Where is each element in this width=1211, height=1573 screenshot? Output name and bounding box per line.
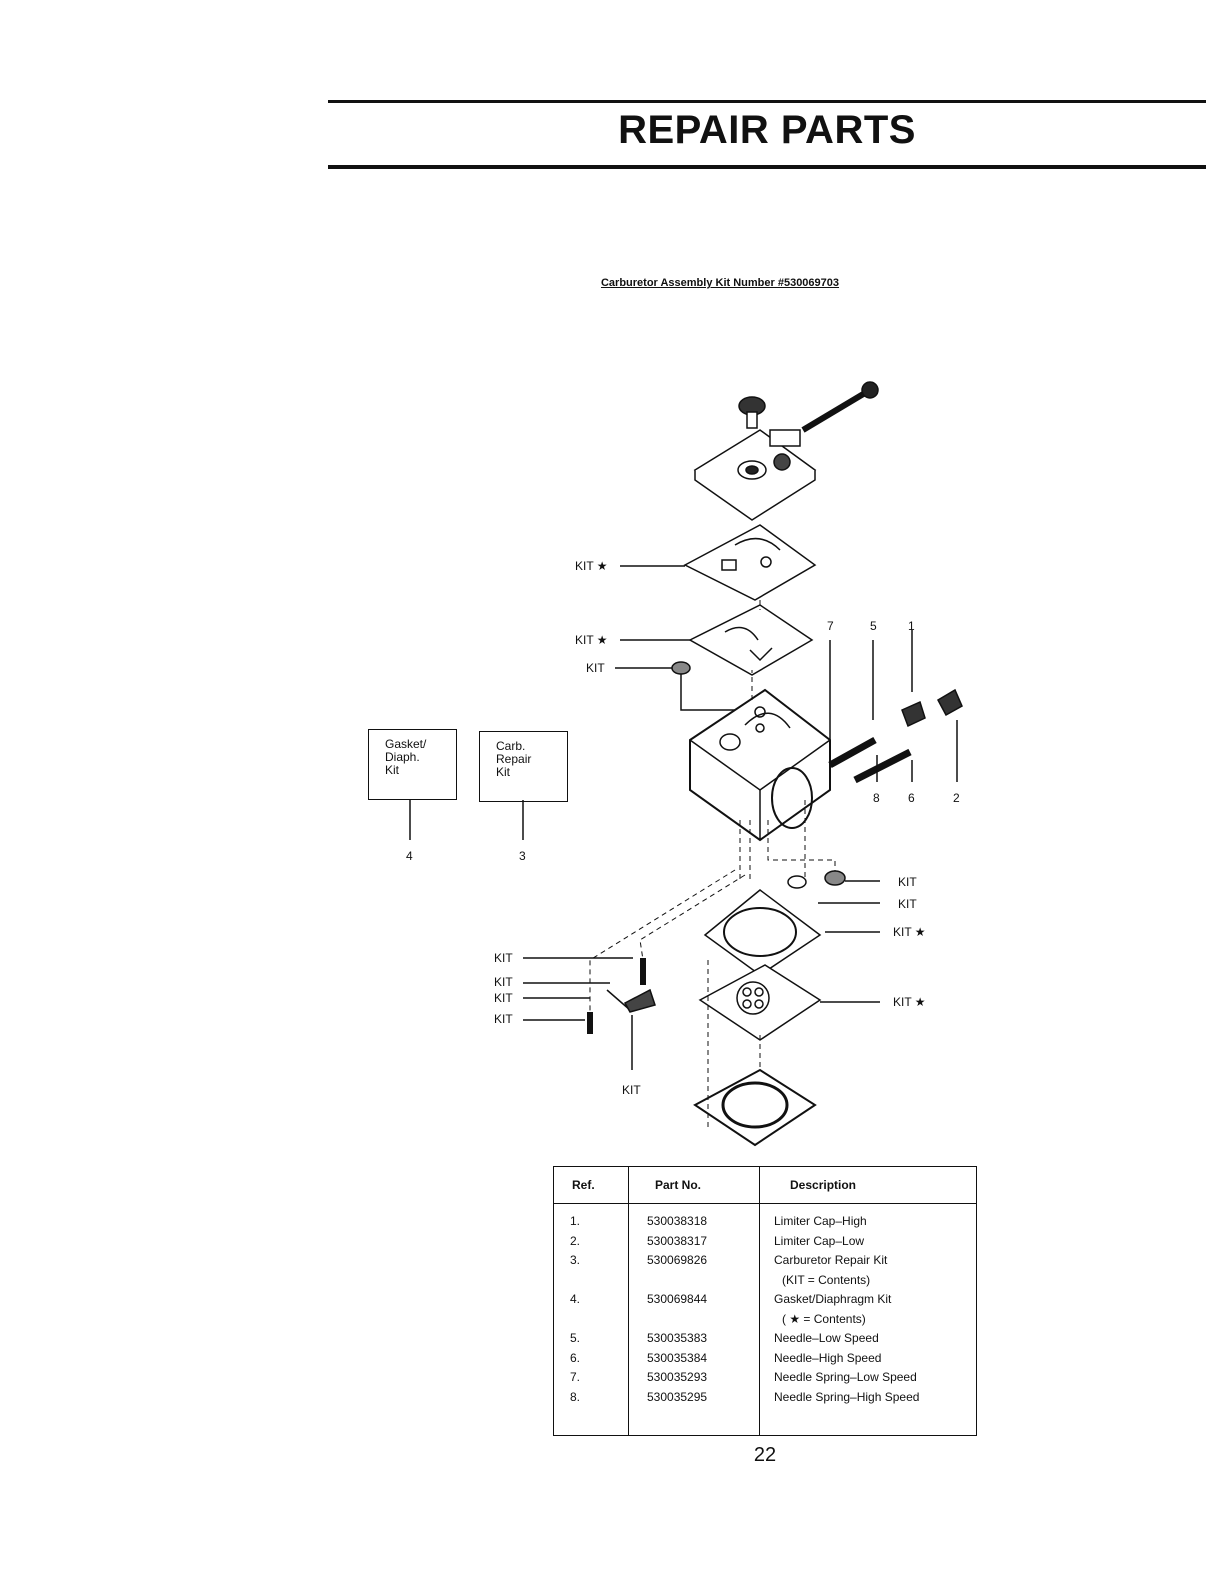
row-description: Limiter Cap–Low [774,1233,865,1248]
metering-diaphragm-part [698,964,822,1041]
table-header-row: Ref. Part No. Description [553,1166,977,1204]
ref-number-2: 2 [953,791,960,805]
ref-number-8: 8 [873,791,880,805]
metering-cover-part [693,1068,817,1147]
limiter-cap-high-part [901,700,926,728]
high-speed-needle-part [853,748,912,784]
kit-box-line: Gasket/ [385,737,427,751]
row-description: Limiter Cap–High [774,1214,867,1228]
carb-repair-kit-box: Carb. Repair Kit [479,731,568,802]
kit-label-welch-plug: KIT [898,897,917,911]
header-part-no: Part No. [628,1166,760,1204]
pump-cover-part [693,429,817,521]
kit-star-label-pump-gasket: KIT ★ [575,559,608,573]
row-ref: 1. [570,1214,581,1228]
ref-number-5: 5 [870,619,877,633]
row-ref: 8. [570,1389,581,1404]
row-description: Needle Spring–Low Speed [774,1370,917,1384]
top-needle-spring-part [801,381,879,433]
kit-star-label-pump-diaphragm: KIT ★ [575,633,608,647]
row-ref: 3. [570,1253,581,1267]
kit-label-check-valve: KIT [898,875,917,889]
row-description-note: ( ★ = Contents) [782,1311,866,1326]
ref-number-1: 1 [908,619,915,633]
kit-number-heading: Carburetor Assembly Kit Number #53006970… [600,277,840,289]
row-description-note: (KIT = Contents) [782,1272,871,1287]
row-part-no: 530069826 [647,1253,708,1267]
row-part-no: 530038318 [647,1214,708,1228]
row-part-no: 530035383 [647,1331,708,1345]
header-description: Description [759,1166,977,1204]
row-description: Needle–High Speed [774,1350,882,1365]
row-description: Carburetor Repair Kit [774,1253,888,1267]
top-rule [328,100,1206,103]
table-body-row: 1. 2. 3. 4. 5. 6. 7. 8. 530038318 530038… [553,1203,977,1436]
pump-gasket-part [683,524,817,601]
kit-label-lever-screw: KIT [494,991,513,1005]
kit-label-inlet-needle: KIT [494,951,513,965]
ref-number-3: 3 [519,849,526,863]
row-description: Needle–Low Speed [774,1331,879,1345]
ref-number-6: 6 [908,791,915,805]
row-part-no: 530038317 [647,1233,708,1248]
kit-label-lever-spring: KIT [494,1012,513,1026]
page-title: REPAIR PARTS [618,108,916,152]
kit-label-metering-lever: KIT [622,1083,641,1097]
kit-label-lever-pin: KIT [494,975,513,989]
kit-label-inlet-screen: KIT [586,661,605,675]
row-part-no: 530035384 [647,1350,708,1365]
carburetor-exploded-diagram: KIT ★ KIT ★ KIT KIT KIT KIT ★ KIT ★ KIT … [406,381,963,1147]
kit-box-line: Diaph. [385,750,420,764]
row-ref: 4. [570,1292,581,1306]
inlet-screen-part [671,661,740,711]
bottom-rule [328,165,1206,169]
kit-box-line: Kit [496,765,511,779]
row-ref: 7. [570,1370,581,1384]
row-ref: 5. [570,1331,581,1345]
metering-gasket-part [703,889,822,976]
row-description: Gasket/Diaphragm Kit [774,1292,892,1306]
header-ref: Ref. [553,1166,629,1204]
kit-star-label-metering-gasket: KIT ★ [893,925,926,939]
row-part-no: 530069844 [647,1292,708,1306]
check-valve-part [824,870,846,886]
page-number: 22 [753,1444,777,1466]
welch-plug-part [787,875,807,889]
row-part-no: 530035293 [647,1370,708,1384]
row-description: Needle Spring–High Speed [774,1389,920,1404]
ref-number-4: 4 [406,849,413,863]
kit-box-line: Repair [496,752,532,766]
row-part-no: 530035295 [647,1389,708,1404]
row-ref: 2. [570,1233,581,1248]
metering-lever-part [606,988,656,1013]
kit-star-label-metering-diaphragm: KIT ★ [893,995,926,1009]
kit-box-line: Carb. [496,739,526,753]
pump-diaphragm-part [688,604,814,676]
low-speed-needle-part [828,736,877,769]
kit-box-line: Kit [385,763,400,777]
carburetor-body-part [689,688,831,842]
row-ref: 6. [570,1350,581,1365]
gasket-diaphragm-kit-box: Gasket/ Diaph. Kit [368,729,457,800]
parts-table: Ref. Part No. Description 1. 2. 3. 4. 5.… [553,1166,977,1436]
ref-number-7: 7 [827,619,834,633]
top-screw-part [738,396,766,429]
limiter-cap-low-part [936,688,963,717]
